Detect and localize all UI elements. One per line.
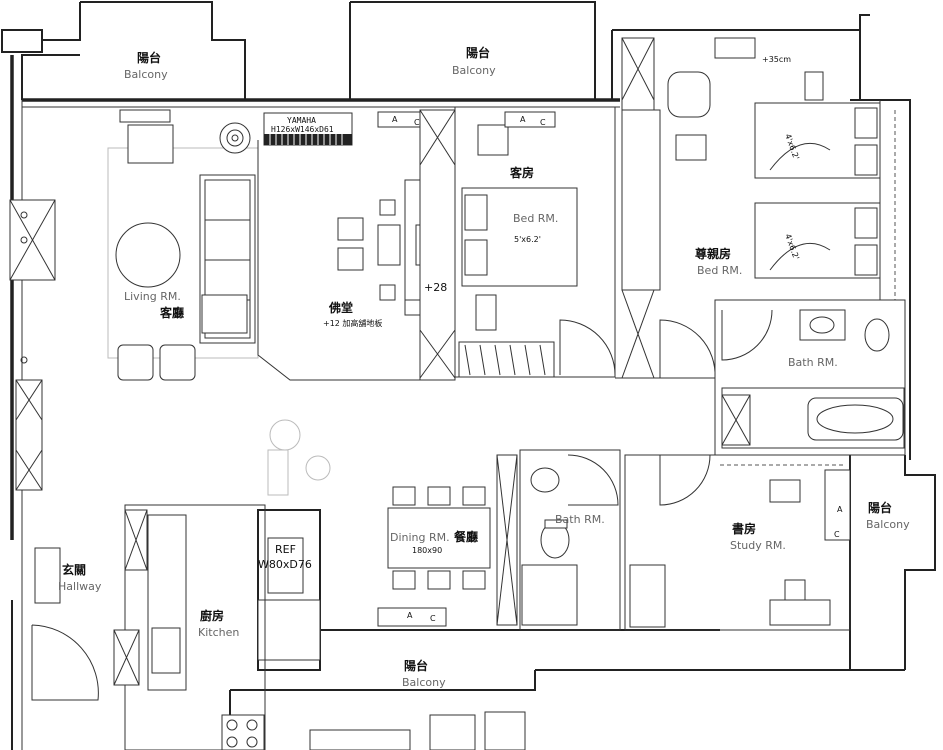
dining-area [267, 419, 491, 627]
ac-c-guest: C [540, 118, 546, 127]
refrigerator [257, 509, 321, 671]
guest-room-size: 5'x6.2' [514, 235, 541, 244]
living-room-zh: 客廳 [159, 305, 184, 320]
kitchen-zh: 廚房 [200, 608, 224, 623]
master-bath-en: Bath RM. [788, 356, 838, 369]
balcony-center-en: Balcony [452, 64, 496, 77]
altar-height: +28 [424, 281, 447, 294]
master-bedroom [615, 37, 896, 379]
guest-room [454, 106, 616, 378]
small-bath [496, 449, 621, 631]
hallway-en: Hallway [58, 580, 102, 593]
study-room-en: Study RM. [730, 539, 786, 552]
ac-c-study: C [834, 530, 840, 539]
ac-c-living: C [414, 118, 420, 127]
room-labels: 陽台 Balcony 陽台 Balcony 陽台 Balcony 陽台 Balc… [58, 45, 910, 689]
master-bath [714, 299, 906, 456]
hallway-zh: 玄關 [62, 562, 86, 577]
hallway [31, 547, 140, 701]
altar-room [257, 109, 456, 381]
dining-table-size: 180x90 [412, 546, 442, 555]
master-room-en: Bed RM. [697, 264, 742, 277]
ac-a-study: A [837, 505, 843, 514]
piano-brand: YAMAHA [287, 116, 316, 125]
guest-room-zh: 客房 [509, 165, 534, 180]
piano-size: H126xW146xD61 [271, 125, 334, 134]
master-room-zh: 尊親房 [695, 246, 731, 261]
study-room [624, 454, 851, 631]
kitchen [124, 504, 266, 750]
kitchen-en: Kitchen [198, 626, 239, 639]
bottom-balcony-area [309, 711, 526, 750]
piano [263, 112, 353, 146]
ac-c-dining: C [430, 614, 436, 623]
ac-a-dining: A [407, 611, 413, 620]
balcony-right-en: Balcony [866, 518, 910, 531]
balcony-left-en: Balcony [124, 68, 168, 81]
balcony-bottom-en: Balcony [402, 676, 446, 689]
ref-label-2: W80xD76 [258, 558, 312, 571]
plus35-label: +35cm [762, 55, 791, 64]
balcony-bottom-zh: 陽台 [404, 658, 428, 673]
study-room-zh: 書房 [732, 521, 756, 536]
ac-a-guest: A [520, 115, 526, 124]
living-room [107, 109, 429, 381]
guest-room-en: Bed RM. [513, 212, 558, 225]
altar-zh: 佛堂 [328, 300, 353, 315]
ac-a-living: A [392, 115, 398, 124]
small-bath-en: Bath RM. [555, 513, 605, 526]
dining-room-zh: 餐廳 [454, 529, 478, 544]
ref-label-1: REF [275, 543, 296, 556]
balcony-center-zh: 陽台 [466, 45, 490, 60]
dining-room-en: Dining RM. [390, 531, 450, 544]
balcony-left-zh: 陽台 [137, 50, 161, 65]
balcony-right-zh: 陽台 [868, 500, 892, 515]
left-windows [9, 199, 56, 491]
living-room-en: Living RM. [124, 290, 181, 303]
altar-note: +12 加高舖地板 [323, 318, 382, 328]
